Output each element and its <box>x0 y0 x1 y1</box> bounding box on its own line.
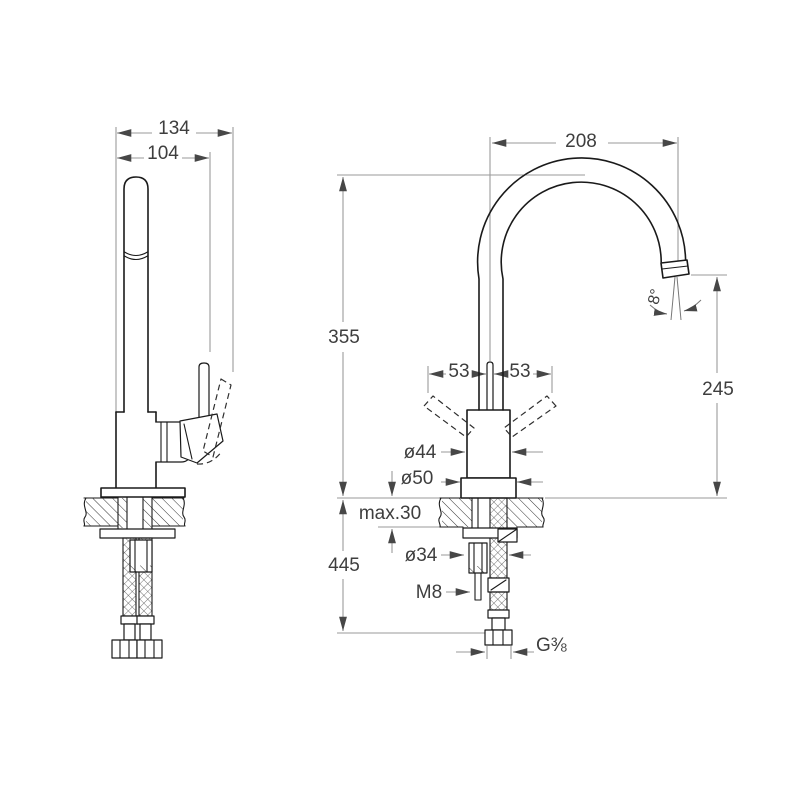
dim-outlet-height: 245 <box>702 277 734 496</box>
side-countertop <box>83 497 186 527</box>
break-edge <box>438 497 442 528</box>
break-edge <box>83 497 87 527</box>
dim-handle-swing-left-label: 53 <box>448 361 469 382</box>
dim-hose-thread-label: G⅜ <box>536 635 567 656</box>
supply-hose-lower <box>489 591 508 611</box>
handle-lever <box>179 413 224 464</box>
dim-hose-length: 445 <box>328 499 360 631</box>
dim-outlet-angle: 8° <box>645 276 702 321</box>
hose-nut <box>111 639 138 659</box>
dim-hose-thread: G⅜ <box>456 635 567 656</box>
dim-handle-swing-right-label: 53 <box>509 361 530 382</box>
faucet-front-view: 208 355 445 245 53 53 <box>328 131 734 659</box>
dim-base-diameter-label: ø50 <box>401 468 434 489</box>
hose-nut <box>484 629 513 646</box>
dim-overall-depth: 134 <box>117 118 232 139</box>
side-base-plate <box>100 487 186 498</box>
front-base-plate <box>460 477 517 499</box>
dim-hole-diameter-label: ø34 <box>405 545 438 566</box>
side-mounting-shank <box>99 496 176 539</box>
dim-deck-thickness-label: max.30 <box>359 503 421 524</box>
break-edge <box>541 497 545 528</box>
dim-deck-thickness: max.30 <box>359 471 421 553</box>
handle-stick <box>198 362 210 421</box>
front-mounting-hardware <box>462 497 518 646</box>
handle-tilted-position-dashed <box>202 378 232 458</box>
handle-edge-on <box>486 361 494 410</box>
dim-spout-height-label: 355 <box>328 327 360 348</box>
hose-collar <box>487 609 510 619</box>
dim-spout-offset: 104 <box>117 143 209 164</box>
mounting-flange <box>99 528 176 539</box>
m8-rod <box>474 572 482 601</box>
side-extension-lines <box>115 127 234 412</box>
dim-outlet-angle-label: 8° <box>645 287 665 306</box>
handle-swing-left-dashed <box>423 395 475 438</box>
side-supply-hoses <box>111 537 163 659</box>
dim-body-diameter: ø44 <box>404 442 543 463</box>
dim-spout-height: 355 <box>328 177 360 496</box>
hose-nut <box>136 639 163 659</box>
faucet-side-view: 134 104 <box>83 118 234 659</box>
dim-base-diameter: ø50 <box>401 468 543 489</box>
dim-hole-diameter: ø34 <box>405 545 531 566</box>
dim-outlet-height-label: 245 <box>702 379 734 400</box>
front-body <box>423 361 557 499</box>
side-handle <box>179 362 232 465</box>
dim-spout-reach: 208 <box>492 131 677 152</box>
front-gooseneck-spout <box>476 157 690 411</box>
handle-swing-right-dashed <box>503 395 557 438</box>
front-extension-lines <box>337 137 727 659</box>
side-body <box>115 411 191 489</box>
dim-stud-thread: M8 <box>416 582 470 603</box>
dim-body-diameter-label: ø44 <box>404 442 437 463</box>
dim-stud-thread-label: M8 <box>416 582 442 603</box>
hose-collar <box>136 615 155 625</box>
dim-spout-reach-label: 208 <box>565 131 597 152</box>
dim-spout-offset-label: 104 <box>147 143 179 164</box>
dim-overall-depth-label: 134 <box>158 118 190 139</box>
hose-collar <box>120 615 139 625</box>
aerator-detail <box>123 251 149 257</box>
side-spout-tube <box>123 176 149 413</box>
dim-handle-swing-right: 53 <box>494 361 551 382</box>
dim-hose-length-label: 445 <box>328 555 360 576</box>
dim-handle-swing-left: 53 <box>429 361 486 382</box>
front-countertop <box>438 497 545 528</box>
spout-outlet-cap <box>660 259 690 279</box>
break-edge <box>182 497 186 527</box>
